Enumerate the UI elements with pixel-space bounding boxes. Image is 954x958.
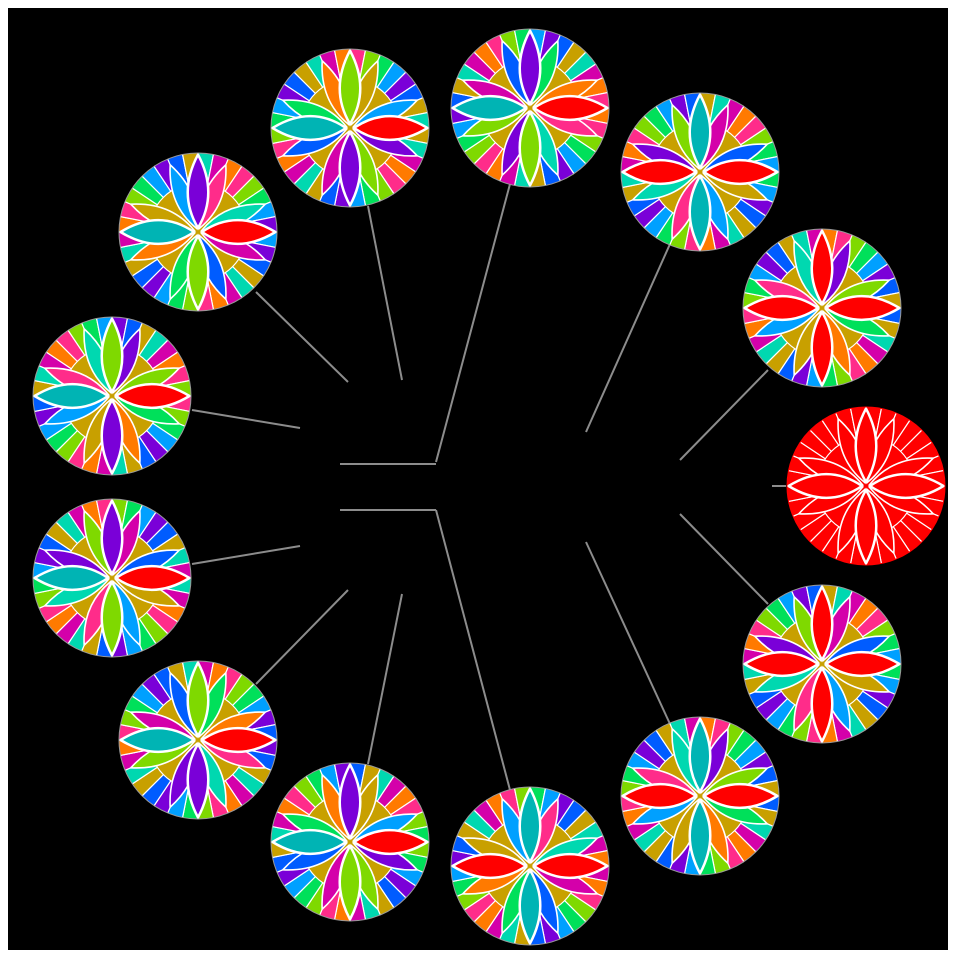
tree-diagram [0, 0, 954, 958]
diagram-stage [0, 0, 954, 958]
